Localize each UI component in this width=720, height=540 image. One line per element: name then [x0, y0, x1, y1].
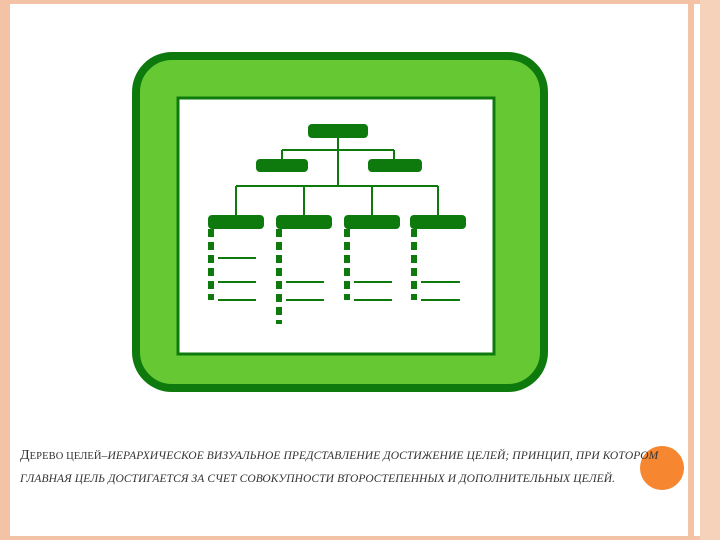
slide-caption: Дерево целей–иерархическое визуальное пр… — [20, 444, 660, 491]
caption-text: –иерархическое визуальное представление … — [20, 450, 659, 485]
slide-border-top — [0, 0, 720, 4]
slide-border-right-outer — [700, 0, 720, 540]
orange-dot-decoration — [640, 446, 684, 490]
caption-lead-rest: ерево целей — [29, 451, 102, 462]
caption-lead-initial: Д — [20, 448, 30, 463]
slide-border-left — [0, 0, 10, 540]
goal-tree-icon — [132, 52, 548, 392]
slide-border-right-inner — [688, 0, 694, 540]
slide-border-bottom — [0, 536, 720, 540]
